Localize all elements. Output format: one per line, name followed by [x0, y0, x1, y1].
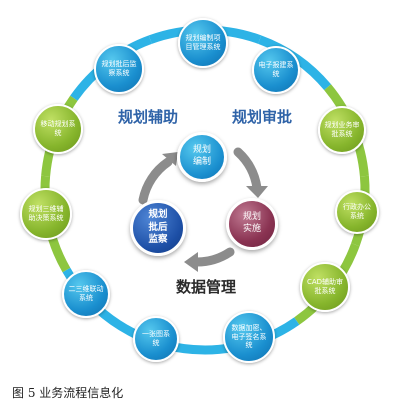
cycle-arrow-right-head [246, 186, 268, 198]
node-planning-business-approval[interactable]: 规划业务审批系统 [318, 106, 366, 154]
cycle-arrow-right [233, 147, 262, 193]
node-3d-decision-support[interactable]: 规划三维辅助决策系统 [20, 188, 72, 240]
inner-node-post-approval-inspect[interactable]: 规划批后监察 [130, 200, 186, 256]
section-title-assist: 规划辅助 [118, 108, 179, 126]
cycle-arrow-bottom-head [184, 252, 198, 272]
node-administrative-office[interactable]: 行政办公系统 [335, 190, 379, 234]
cycle-arrow-bottom [190, 247, 235, 267]
node-cad-assisted-approval[interactable]: CAD辅助审批系统 [300, 262, 350, 312]
section-title-approve: 规划审批 [232, 108, 293, 126]
node-data-encryption-signature[interactable]: 数据加密、电子签名系统 [223, 311, 275, 363]
node-post-approval-supervision[interactable]: 规划批后监察系统 [94, 44, 144, 94]
node-2d-3d-linkage[interactable]: 二三维联动系统 [62, 270, 110, 318]
section-title-data: 数据管理 [176, 278, 237, 296]
inner-node-planning-compile[interactable]: 规划编制 [177, 132, 227, 182]
node-electronic-report[interactable]: 电子报建系统 [252, 46, 300, 94]
cycle-arrow-left [138, 157, 173, 205]
node-mobile-planning[interactable]: 移动规划系统 [33, 104, 83, 154]
cycle-arrow-left-head [162, 152, 178, 166]
node-one-map-system[interactable]: 一张图系统 [133, 316, 179, 362]
workflow-diagram: 规划编制项目管理系统 电子报建系统 规划业务审批系统 行政办公系统 CAD辅助审… [20, 18, 379, 363]
inner-node-planning-implement[interactable]: 规划实施 [226, 198, 278, 250]
figure-caption: 图 5 业务流程信息化 [12, 386, 124, 400]
node-planning-project-management[interactable]: 规划编制项目管理系统 [178, 18, 228, 68]
